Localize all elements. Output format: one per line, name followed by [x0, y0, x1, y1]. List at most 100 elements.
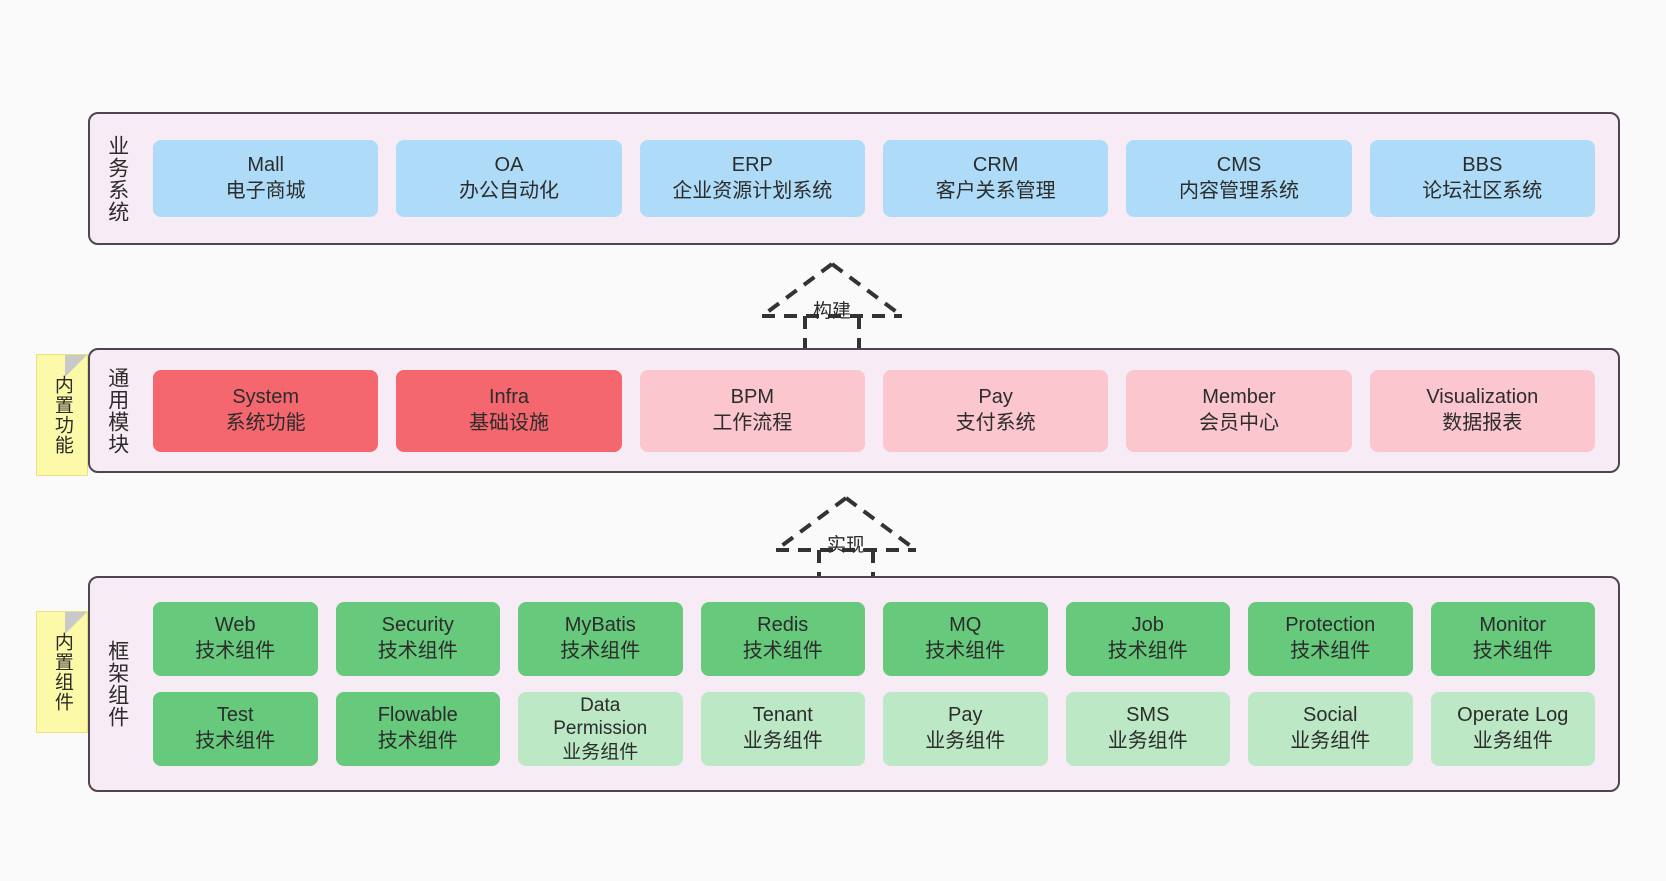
card-tenant-subtitle: 业务组件	[742, 730, 823, 752]
card-system-title: System	[232, 385, 299, 408]
card-mall-subtitle: 电子商城	[225, 179, 306, 202]
connector-build-label: 构建	[812, 301, 852, 322]
card-monitor[interactable]: Monitor 技术组件	[1430, 602, 1595, 676]
card-crm[interactable]: CRM 客户关系管理	[882, 140, 1109, 217]
card-crm-title: CRM	[972, 153, 1019, 176]
card-visualization-title: Visualization	[1426, 385, 1539, 408]
card-bpm-subtitle: 工作流程	[712, 411, 793, 434]
card-system[interactable]: System 系统功能	[153, 369, 379, 452]
card-job[interactable]: Job 技术组件	[1065, 602, 1230, 676]
card-bpm[interactable]: BPM 工作流程	[639, 369, 865, 452]
card-infra[interactable]: Infra 基础设施	[396, 369, 622, 452]
card-data-permission-title: Data Permission	[553, 695, 648, 740]
card-data-permission-subtitle: 业务组件	[562, 741, 639, 763]
card-cms-title: CMS	[1216, 153, 1262, 176]
card-bpm-title: BPM	[730, 385, 774, 408]
card-job-title: Job	[1131, 614, 1164, 637]
layer-framework-components: 框架组件 Web 技术组件 Security 技术组件 MyBatis 技术组件…	[88, 576, 1620, 792]
card-bbs-title: BBS	[1462, 153, 1503, 176]
card-flowable-title: Flowable	[377, 704, 458, 727]
connector-implement-label: 实现	[826, 535, 866, 556]
card-mall-title: Mall	[247, 153, 284, 176]
card-infra-title: Infra	[488, 385, 529, 408]
card-oa-title: OA	[494, 153, 524, 176]
card-security-subtitle: 技术组件	[377, 640, 458, 662]
note-built-in-functions: 内置功能	[36, 354, 88, 476]
card-protection-title: Protection	[1285, 614, 1376, 637]
card-test[interactable]: Test 技术组件	[153, 692, 318, 766]
card-mybatis-subtitle: 技术组件	[560, 640, 641, 662]
card-pay-module-title: Pay	[978, 385, 1013, 408]
card-web[interactable]: Web 技术组件	[153, 602, 318, 676]
card-mybatis-title: MyBatis	[564, 614, 636, 637]
card-erp-title: ERP	[731, 153, 773, 176]
card-member-title: Member	[1202, 385, 1276, 408]
card-pay-module-subtitle: 支付系统	[955, 411, 1036, 434]
card-mall[interactable]: Mall 电子商城	[153, 140, 379, 217]
card-infra-subtitle: 基础设施	[468, 411, 549, 434]
card-mq-title: MQ	[949, 614, 982, 637]
connector-build: 构建	[752, 258, 912, 358]
business-card-row: Mall 电子商城 OA 办公自动化 ERP 企业资源计划系统 CRM 客户关系…	[138, 114, 1618, 243]
framework-card-grid: Web 技术组件 Security 技术组件 MyBatis 技术组件 Redi…	[138, 578, 1618, 790]
card-pay-component-subtitle: 业务组件	[925, 730, 1006, 752]
card-pay-component[interactable]: Pay 业务组件	[883, 692, 1048, 766]
card-sms-subtitle: 业务组件	[1107, 730, 1188, 752]
card-security-title: Security	[381, 614, 454, 637]
layer-business-systems: 业务系统 Mall 电子商城 OA 办公自动化 ERP 企业资源计划系统 CRM…	[88, 112, 1620, 245]
card-tenant[interactable]: Tenant 业务组件	[700, 692, 865, 766]
card-bbs[interactable]: BBS 论坛社区系统	[1369, 140, 1595, 217]
card-web-subtitle: 技术组件	[195, 640, 276, 662]
card-social-subtitle: 业务组件	[1290, 730, 1371, 752]
card-protection[interactable]: Protection 技术组件	[1248, 602, 1413, 676]
card-sms[interactable]: SMS 业务组件	[1065, 692, 1230, 766]
card-security[interactable]: Security 技术组件	[335, 602, 500, 676]
card-monitor-subtitle: 技术组件	[1472, 640, 1553, 662]
card-pay-component-title: Pay	[948, 704, 983, 727]
card-redis-title: Redis	[757, 614, 809, 637]
card-web-title: Web	[214, 614, 256, 637]
card-mq-subtitle: 技术组件	[925, 640, 1006, 662]
card-operate-log-subtitle: 业务组件	[1472, 730, 1553, 752]
card-tenant-title: Tenant	[752, 704, 813, 727]
card-test-subtitle: 技术组件	[195, 730, 276, 752]
card-operate-log[interactable]: Operate Log 业务组件	[1430, 692, 1595, 766]
card-social-title: Social	[1303, 704, 1358, 727]
card-member-subtitle: 会员中心	[1198, 411, 1279, 434]
card-visualization-subtitle: 数据报表	[1442, 411, 1523, 434]
card-mybatis[interactable]: MyBatis 技术组件	[518, 602, 683, 676]
note-built-in-components: 内置组件	[36, 611, 88, 733]
card-operate-log-title: Operate Log	[1457, 704, 1569, 727]
card-job-subtitle: 技术组件	[1107, 640, 1188, 662]
card-erp[interactable]: ERP 企业资源计划系统	[639, 140, 865, 217]
card-oa[interactable]: OA 办公自动化	[396, 140, 622, 217]
note-built-in-functions-label: 内置功能	[51, 375, 73, 455]
framework-row-business: Test 技术组件 Flowable 技术组件 Data Permission …	[144, 692, 1604, 766]
card-cms[interactable]: CMS 内容管理系统	[1126, 140, 1352, 217]
layer-title-framework: 框架组件	[105, 640, 129, 728]
layer-common-modules: 通用模块 System 系统功能 Infra 基础设施 BPM 工作流程 Pay…	[88, 348, 1620, 473]
layer-title-business: 业务系统	[105, 134, 129, 223]
framework-row-tech: Web 技术组件 Security 技术组件 MyBatis 技术组件 Redi…	[144, 602, 1604, 676]
card-redis-subtitle: 技术组件	[742, 640, 823, 662]
card-sms-title: SMS	[1126, 704, 1170, 727]
card-redis[interactable]: Redis 技术组件	[700, 602, 865, 676]
card-protection-subtitle: 技术组件	[1290, 640, 1371, 662]
card-member[interactable]: Member 会员中心	[1126, 369, 1352, 452]
card-monitor-title: Monitor	[1479, 614, 1547, 637]
card-oa-subtitle: 办公自动化	[458, 179, 559, 202]
card-mq[interactable]: MQ 技术组件	[883, 602, 1048, 676]
card-visualization[interactable]: Visualization 数据报表	[1369, 369, 1595, 452]
card-system-subtitle: 系统功能	[225, 411, 306, 434]
note-built-in-components-label: 内置组件	[51, 632, 73, 712]
card-erp-subtitle: 企业资源计划系统	[672, 179, 833, 202]
card-social[interactable]: Social 业务组件	[1248, 692, 1413, 766]
card-flowable[interactable]: Flowable 技术组件	[335, 692, 500, 766]
card-test-title: Test	[216, 704, 254, 727]
card-pay-module[interactable]: Pay 支付系统	[882, 369, 1109, 452]
card-data-permission[interactable]: Data Permission 业务组件	[518, 692, 683, 766]
layer-title-common: 通用模块	[105, 366, 129, 455]
card-flowable-subtitle: 技术组件	[377, 730, 458, 752]
card-cms-subtitle: 内容管理系统	[1178, 179, 1299, 202]
